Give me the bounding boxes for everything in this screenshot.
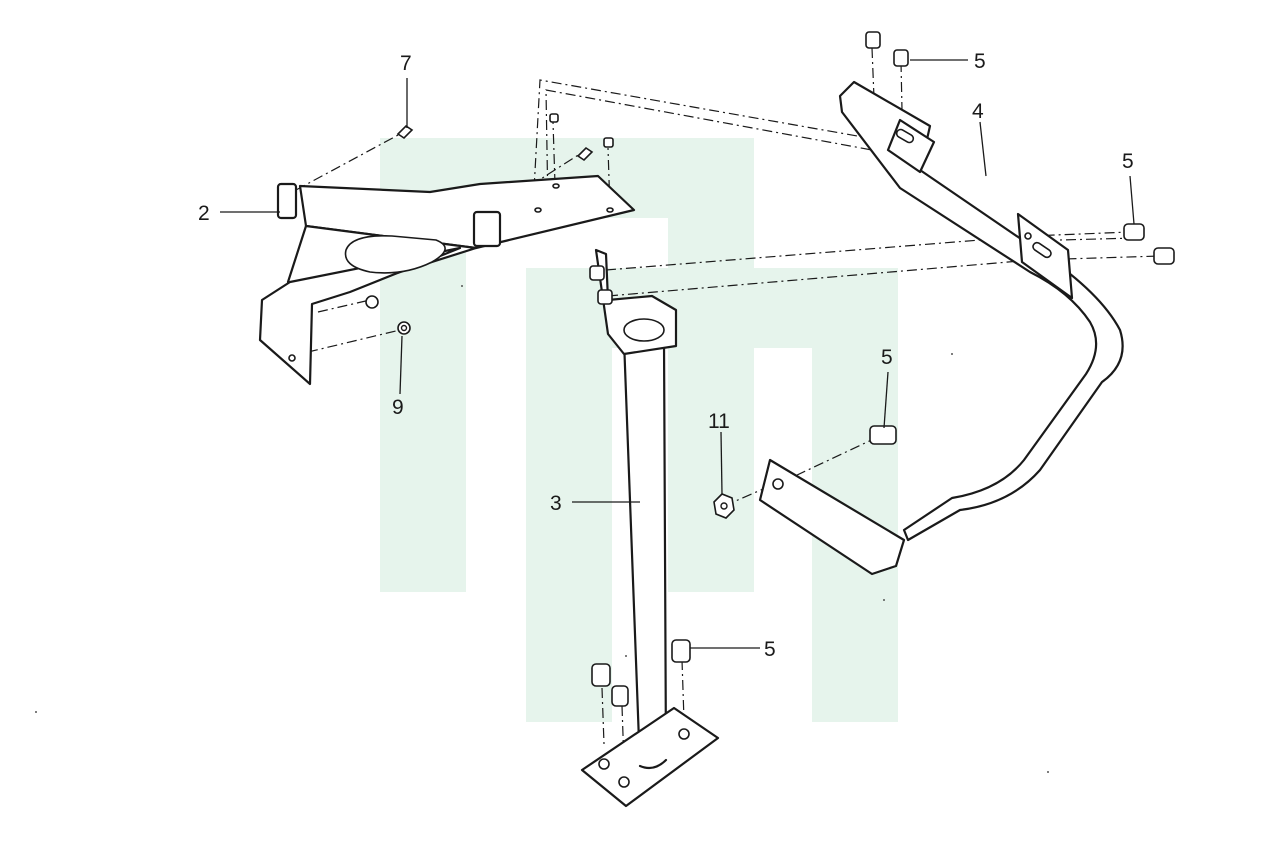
bolts-upper-part-5 xyxy=(865,31,1175,445)
callout-4: 4 xyxy=(972,100,984,123)
vertical-post-part-3 xyxy=(580,248,720,808)
callout-2: 2 xyxy=(198,202,210,225)
callout-11: 11 xyxy=(708,410,730,433)
callout-9: 9 xyxy=(392,396,404,419)
callout-5-right: 5 xyxy=(1122,150,1134,173)
screws-part-2 xyxy=(396,113,614,162)
callout-5-top: 5 xyxy=(974,50,986,73)
nuts-part-9 xyxy=(365,295,411,335)
seat-bracket-part-2 xyxy=(258,174,636,386)
callout-labels: 7 2 5 4 5 5 11 9 3 5 xyxy=(198,50,1134,661)
scan-specks xyxy=(35,285,1049,773)
callout-5-mid: 5 xyxy=(881,346,893,369)
callout-5-bottom: 5 xyxy=(764,638,776,661)
bolts-base-part-5 xyxy=(591,639,691,707)
callout-3: 3 xyxy=(550,492,562,515)
tube-arm-part-4 xyxy=(758,80,1124,576)
callout-leaders xyxy=(220,59,1135,649)
callout-7: 7 xyxy=(400,52,412,75)
